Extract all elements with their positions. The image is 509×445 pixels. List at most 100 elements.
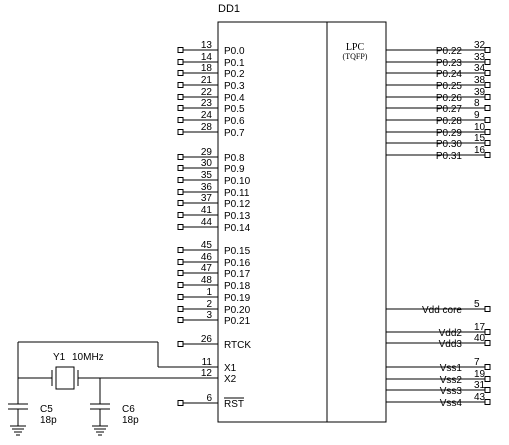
pin-terminal: [177, 154, 184, 160]
ground-icon: [92, 425, 108, 436]
pin-label: P0.11: [224, 188, 250, 199]
pin-p0-20: 2P0.20: [177, 299, 251, 316]
c5-value: 18p: [40, 415, 57, 426]
pin-label: P0.19: [224, 293, 251, 304]
pin-terminal: [177, 200, 184, 206]
pin-number: 3: [206, 310, 212, 321]
c5-ref: C5: [40, 404, 53, 415]
pin-terminal: [177, 259, 184, 265]
pin-label: P0.26: [436, 93, 463, 104]
pin-label: P0.31: [436, 151, 463, 162]
pin-label: P0.8: [224, 153, 245, 164]
pin-number: 6: [206, 393, 212, 404]
pin-terminal: [177, 129, 184, 135]
pin-number: 45: [201, 240, 213, 251]
pin-number: 13: [201, 40, 213, 51]
pin-number: 29: [201, 147, 213, 158]
pin-number: 10: [474, 122, 486, 133]
pin-terminal: [177, 317, 184, 323]
pin-label: Vdd2: [439, 328, 463, 339]
pin-terminal: [484, 399, 491, 405]
pin-terminal: [177, 177, 184, 183]
left-pin-group: 13P0.014P0.118P0.221P0.322P0.423P0.524P0…: [177, 40, 251, 410]
pin-terminal: [484, 306, 491, 312]
pin-number: 9: [474, 110, 480, 121]
pin-label: P0.25: [436, 81, 463, 92]
pin-number: 46: [201, 252, 213, 263]
pin-terminal: [177, 82, 184, 88]
pin-terminal: [177, 59, 184, 65]
pin-label: P0.20: [224, 305, 251, 316]
pin-terminal: [177, 47, 184, 53]
crystal-value: 10MHz: [72, 352, 104, 363]
pin-number: 19: [474, 369, 486, 380]
pin-label: P0.2: [224, 69, 245, 80]
pin-terminal: [484, 82, 491, 88]
pin-label: P0.17: [224, 269, 251, 280]
ground-icon: [10, 425, 26, 436]
pin-label: P0.27: [436, 104, 463, 115]
pin-label: P0.7: [224, 128, 245, 139]
pin-terminal: [177, 189, 184, 195]
pin-terminal: [177, 212, 184, 218]
pin-number: 7: [474, 357, 480, 368]
crystal-body: [55, 366, 75, 390]
pin-number: 15: [474, 133, 486, 144]
pin-terminal: [484, 59, 491, 65]
pin-terminal: [484, 129, 491, 135]
pin-label: P0.18: [224, 281, 251, 292]
pin-number: 31: [474, 380, 486, 391]
pin-number: 1: [206, 287, 212, 298]
pin-number: 24: [201, 110, 213, 121]
pin-terminal: [484, 70, 491, 76]
c6-value: 18p: [122, 415, 139, 426]
pin-label: Vss4: [440, 398, 463, 409]
pin-number: 36: [201, 182, 213, 193]
pin-label: P0.23: [436, 58, 463, 69]
pin-p0-21: 3P0.21: [177, 310, 251, 327]
pin-terminal: [484, 387, 491, 393]
pin-terminal: [177, 270, 184, 276]
pin-number: 16: [474, 145, 486, 156]
pin-number: 8: [474, 98, 480, 109]
pin-terminal: [177, 165, 184, 171]
chip-name: LPC: [346, 42, 365, 53]
pin-number: 44: [201, 217, 213, 228]
pin-label: P0.3: [224, 81, 245, 92]
pin-terminal: [484, 329, 491, 335]
pin-number: 43: [474, 392, 486, 403]
pin-label: X1: [224, 363, 237, 374]
pin-label: P0.14: [224, 223, 251, 234]
pin-number: 34: [474, 63, 486, 74]
pin-label: P0.22: [436, 46, 463, 57]
pin-number: 2: [206, 299, 212, 310]
pin-label: P0.1: [224, 58, 245, 69]
pin-terminal: [177, 294, 184, 300]
pin-number: 35: [201, 170, 213, 181]
pin-p0-28: 9P0.28: [386, 110, 491, 127]
pin-number: 23: [201, 98, 213, 109]
